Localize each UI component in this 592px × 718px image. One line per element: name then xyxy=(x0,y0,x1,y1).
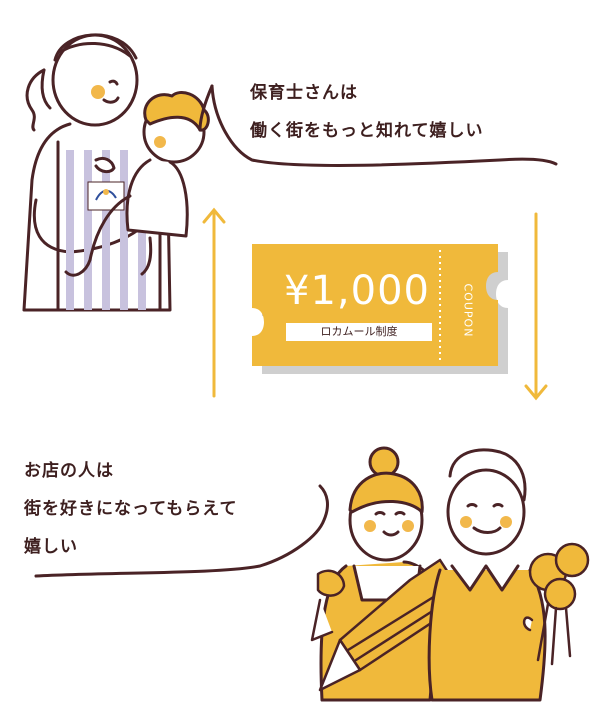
cheek-mark xyxy=(364,520,376,532)
shop-message-line1: お店の人は xyxy=(24,461,114,481)
caregiver-message-line1: 保育士さんは xyxy=(250,83,358,103)
caregiver-message-line2: 働く街をもっと知れて嬉しい xyxy=(250,121,484,141)
apron-badge xyxy=(87,181,125,211)
cheek-mark xyxy=(91,85,105,99)
apron-stripes xyxy=(66,150,146,310)
speech-tail-bottom xyxy=(34,484,329,578)
arrow-up xyxy=(202,207,226,398)
caregiver-illustration xyxy=(22,33,172,312)
shop-message-line3: 嬉しい xyxy=(24,537,78,557)
coupon-label: ロカムール制度 xyxy=(286,323,432,341)
flower-bouquet xyxy=(522,542,590,666)
coupon-amount: ¥1,000 xyxy=(284,268,430,314)
shop-message-line2: 街を好きになってもらえて xyxy=(24,499,238,519)
speech-tail-top xyxy=(210,84,558,167)
cheek-mark xyxy=(500,516,512,528)
cheek-mark xyxy=(154,136,166,148)
arrow-down xyxy=(524,212,548,401)
shop-message: お店の人は 街を好きになってもらえて 嬉しい xyxy=(24,452,237,566)
elderly-man-illustration xyxy=(427,448,547,702)
cheek-mark xyxy=(460,516,472,528)
cheek-mark xyxy=(402,520,414,532)
caregiver-message: 保育士さんは 働く街をもっと知れて嬉しい xyxy=(250,74,484,150)
coupon-side-text: COUPON xyxy=(461,283,475,338)
